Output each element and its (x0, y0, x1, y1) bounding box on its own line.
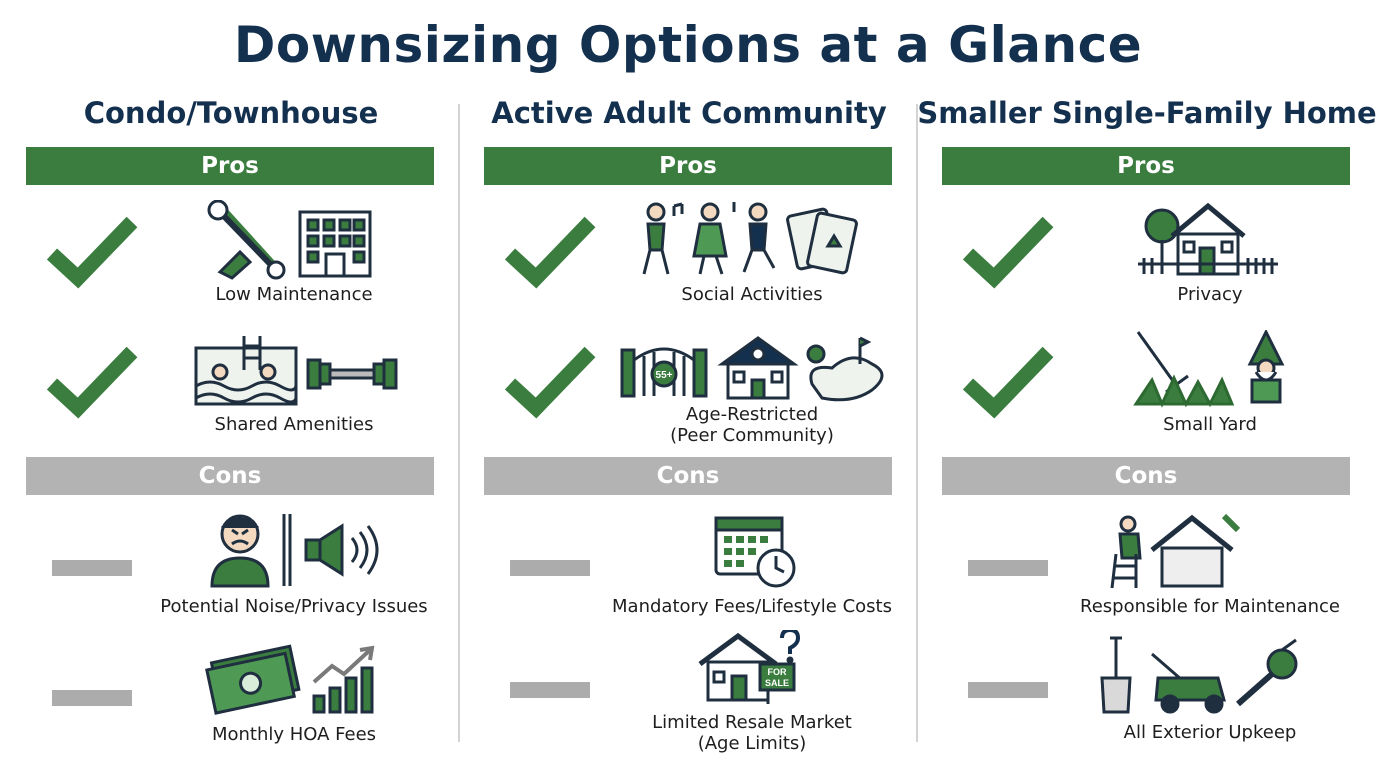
shovel-mower-blower-icon (1100, 636, 1298, 714)
annoyed-person-icon (210, 514, 379, 588)
gate-55-text: 55+ (656, 370, 673, 381)
wrench-broom-icon (207, 200, 372, 280)
golf-course-icon (806, 336, 884, 402)
pro-item: Social Activities (484, 200, 894, 330)
dash-icon (44, 690, 140, 710)
dash-icon (960, 560, 1056, 580)
item-label: Mandatory Fees/Lifestyle Costs (612, 596, 892, 617)
con-item: Potential Noise/Privacy Issues (26, 510, 436, 640)
pros-bar: Pros (26, 147, 434, 185)
item-label: Social Activities (681, 284, 823, 305)
con-item: FOR SALE Limited Resale Market (Age Limi… (484, 630, 894, 760)
roof-repair-icon (1110, 513, 1241, 589)
dancing-seniors-icon (642, 202, 858, 275)
gate-55-icon: 55+ (620, 336, 884, 402)
speaker-noise-icon (304, 523, 379, 577)
swimming-pool-icon (194, 336, 398, 406)
column-divider (916, 104, 918, 742)
item-label: Privacy (1177, 284, 1243, 305)
check-icon (962, 346, 1054, 419)
con-item: Monthly HOA Fees (26, 640, 436, 770)
sign-text-line2: SALE (765, 678, 789, 688)
con-item: Responsible for Maintenance (942, 510, 1352, 640)
dash-icon (502, 560, 598, 580)
check-icon (46, 216, 138, 289)
check-icon (962, 216, 1054, 289)
sign-text-line1: FOR (768, 667, 787, 677)
item-label-sub: (Age Limits) (697, 733, 807, 754)
con-item: All Exterior Upkeep (942, 634, 1352, 764)
rake-grass-icon (1133, 330, 1285, 408)
cons-bar: Cons (26, 457, 434, 495)
page-title: Downsizing Options at a Glance (233, 16, 1143, 74)
check-icon (504, 216, 596, 289)
column-condo-townhouse: Condo/Townhouse Pros (26, 0, 436, 768)
pro-item: 55+ Age-Restricted (Peer (484, 330, 894, 460)
item-label: All Exterior Upkeep (1123, 722, 1297, 743)
column-heading: Condo/Townhouse (83, 96, 379, 130)
item-label: Monthly HOA Fees (211, 724, 377, 745)
pros-bar: Pros (942, 147, 1350, 185)
clubhouse-icon (717, 336, 799, 400)
item-label: Small Yard (1163, 414, 1257, 435)
garden-gnome-icon (1247, 330, 1285, 404)
dash-icon (44, 560, 140, 580)
check-icon (504, 346, 596, 419)
item-label: Shared Amenities (214, 414, 374, 435)
cons-bar: Cons (942, 457, 1350, 495)
column-active-adult-community: Active Adult Community Pros (484, 0, 894, 768)
column-heading: Active Adult Community (491, 96, 887, 130)
dash-icon (502, 682, 598, 702)
con-item: Mandatory Fees/Lifestyle Costs (484, 510, 894, 640)
item-label: Responsible for Maintenance (1080, 596, 1340, 617)
check-icon (46, 346, 138, 419)
column-smaller-single-family-home: Smaller Single-Family Home Pros Privacy (917, 0, 1376, 768)
pro-item: Privacy (942, 200, 1352, 330)
item-label-sub: (Peer Community) (670, 425, 834, 446)
dash-icon (960, 682, 1056, 702)
rising-chart-icon (312, 645, 375, 714)
item-label: Limited Resale Market (652, 712, 852, 733)
cons-bar: Cons (484, 457, 892, 495)
pros-bar: Pros (484, 147, 892, 185)
pro-item: Small Yard (942, 330, 1352, 460)
item-label: Potential Noise/Privacy Issues (160, 596, 428, 617)
column-heading: Smaller Single-Family Home (917, 96, 1376, 130)
pro-item: Low Maintenance (26, 200, 436, 330)
item-label: Low Maintenance (215, 284, 373, 305)
money-stack-icon (205, 644, 375, 715)
item-label: Age-Restricted (685, 404, 819, 425)
house-fence-tree-icon (1138, 202, 1278, 276)
house-for-sale-icon: FOR SALE (698, 630, 801, 704)
column-divider (458, 104, 460, 742)
calendar-clock-icon (714, 516, 796, 588)
pro-item: Shared Amenities (26, 330, 436, 460)
playing-cards-icon (786, 207, 858, 275)
